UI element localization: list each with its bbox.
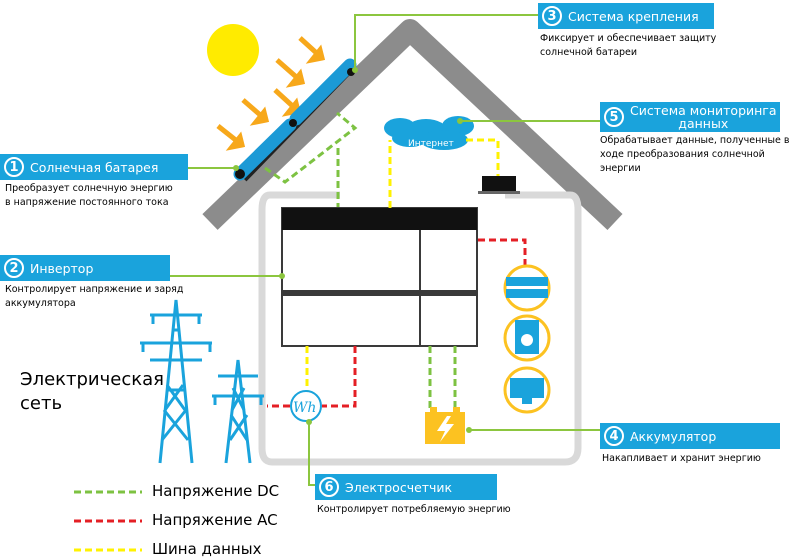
desc-line: аккумулятора bbox=[5, 298, 76, 309]
callout-number: 3 bbox=[542, 6, 562, 26]
callout-number: 2 bbox=[4, 258, 24, 278]
callout-number: 1 bbox=[4, 157, 24, 177]
sun-rays bbox=[216, 36, 326, 151]
title-line: данных bbox=[678, 116, 729, 131]
monitor-device bbox=[482, 176, 516, 192]
callout-title: Солнечная батарея bbox=[30, 159, 159, 175]
desc-line: Контролирует напряжение и заряд bbox=[5, 284, 184, 295]
house-walls bbox=[258, 191, 582, 466]
desc-line: Обрабатывает данные, полученные в bbox=[600, 135, 790, 146]
desc-line: Преобразует солнечную энергию bbox=[5, 183, 173, 194]
grid-label: Электрическая сеть bbox=[20, 368, 164, 416]
callout-meter: 6 Электросчетчик bbox=[315, 474, 497, 500]
house-roof bbox=[202, 19, 623, 231]
dc-link-panel bbox=[264, 111, 358, 184]
legend-dc: Напряжение DC bbox=[152, 482, 280, 500]
ac-link-meter bbox=[322, 346, 357, 408]
meter-symbol: Wh bbox=[293, 400, 316, 416]
appliance-washer bbox=[503, 314, 551, 362]
desc-line: солнечной батареи bbox=[540, 47, 638, 58]
sun-icon bbox=[207, 24, 259, 76]
callout-number: 4 bbox=[604, 426, 624, 446]
grid-label-line: Электрическая bbox=[20, 369, 164, 390]
solar-panels bbox=[233, 58, 357, 181]
legend-ac: Напряжение AC bbox=[152, 511, 278, 529]
battery-icon bbox=[425, 407, 465, 444]
dc-link-battery bbox=[428, 346, 457, 412]
callout-title: Аккумулятор bbox=[630, 428, 717, 444]
meter-icon bbox=[290, 390, 322, 422]
desc-line: ходе преобразования солнечной энергии bbox=[600, 149, 765, 174]
desc-line: Накапливает и хранит энергию bbox=[602, 453, 761, 464]
grid-label-line: сеть bbox=[20, 393, 63, 414]
desc-line: Фиксирует и обеспечивает защиту bbox=[540, 33, 717, 44]
callout-mounting: 3 Система крепления bbox=[538, 3, 714, 29]
inverter-box bbox=[281, 207, 478, 347]
appliance-ac-unit bbox=[503, 264, 551, 312]
callout-meter-desc: Контролирует потребляемую энергию bbox=[317, 503, 511, 517]
legend-swatches bbox=[74, 490, 142, 552]
power-tower-small bbox=[212, 359, 264, 464]
callout-monitoring-desc: Обрабатывает данные, полученные в ходе п… bbox=[600, 134, 800, 176]
callout-title: Электросчетчик bbox=[345, 479, 453, 495]
callout-mounting-desc: Фиксирует и обеспечивает защиту солнечно… bbox=[540, 32, 716, 60]
callout-number: 6 bbox=[319, 477, 339, 497]
legend-data-bus: Шина данных bbox=[152, 540, 262, 558]
callout-battery-desc: Накапливает и хранит энергию bbox=[602, 452, 761, 466]
callout-title: Система крепления bbox=[568, 8, 699, 24]
callout-title: Система мониторинга данных bbox=[630, 104, 777, 130]
desc-line: в напряжение постоянного тока bbox=[5, 197, 169, 208]
callout-pointer-dots bbox=[233, 67, 472, 433]
cloud-icon bbox=[384, 116, 474, 150]
callout-monitoring: 5 Система мониторинга данных bbox=[600, 102, 780, 132]
appliance-monitor bbox=[503, 366, 551, 414]
callout-solar-desc: Преобразует солнечную энергию в напряжен… bbox=[5, 182, 173, 210]
desc-line: Контролирует потребляемую энергию bbox=[317, 504, 511, 515]
callout-solar-panel: 1 Солнечная батарея bbox=[0, 154, 188, 180]
callout-number: 5 bbox=[604, 107, 624, 127]
data-bus-cloud-monitor bbox=[466, 138, 500, 176]
callout-inverter-desc: Контролирует напряжение и заряд аккумуля… bbox=[5, 283, 183, 311]
title-line: Система мониторинга bbox=[630, 103, 777, 118]
callout-battery: 4 Аккумулятор bbox=[600, 423, 780, 449]
power-tower-large bbox=[140, 299, 212, 464]
callout-title: Инвертор bbox=[30, 260, 94, 276]
callout-inverter: 2 Инвертор bbox=[0, 255, 170, 281]
ac-link-appliances bbox=[478, 238, 527, 268]
internet-label: Интернет bbox=[408, 139, 454, 149]
